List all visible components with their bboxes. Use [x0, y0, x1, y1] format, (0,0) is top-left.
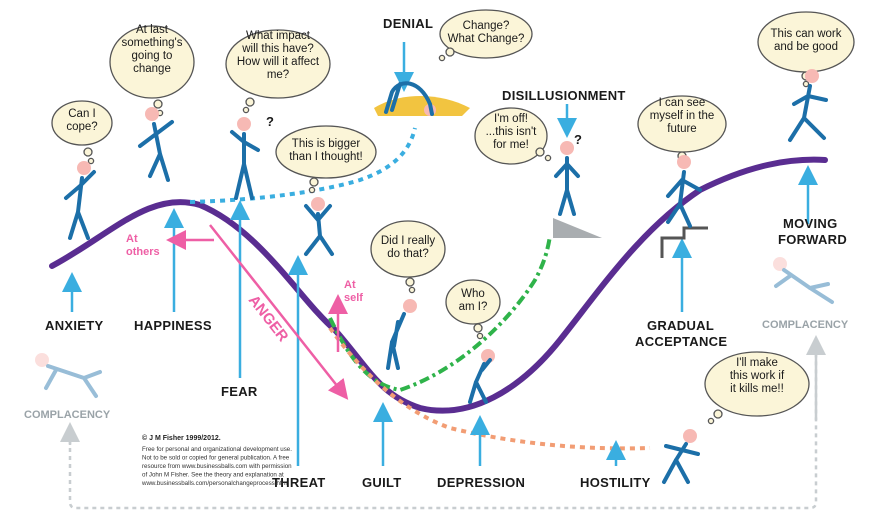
bubble-fear-line: will this have? — [241, 43, 314, 55]
bubble-depression-line: Who — [461, 288, 485, 300]
anger-arrows — [166, 224, 349, 400]
stage-label-threat: THREAT — [272, 475, 326, 490]
bubble-depression-line: am I? — [459, 301, 488, 313]
sand-ground — [374, 96, 470, 116]
figure-moving-forward — [788, 69, 828, 142]
figure-fear — [230, 117, 260, 200]
anger-at-self-line2: self — [344, 292, 363, 304]
stage-arrows — [62, 42, 818, 466]
complacency-loop-path — [68, 345, 818, 510]
stage-label-gradual-acceptance-1: GRADUAL — [647, 318, 714, 333]
bubble-threat-line: than I thought! — [289, 151, 363, 163]
stage-label-fear: FEAR — [221, 384, 258, 399]
stage-label-complacency-right: COMPLACENCY — [762, 319, 849, 331]
copyright-title: © J M Fisher 1999/2012. — [142, 434, 221, 442]
bubble-happiness-line: something's — [121, 37, 182, 49]
figure-threat — [304, 197, 334, 256]
bubble-hostility-line: I'll make — [736, 357, 778, 369]
disillusionment-question-mark: ? — [574, 132, 582, 147]
bubble-disillusionment-line: ...this isn't — [486, 126, 538, 138]
anger-at-self-line1: At — [344, 279, 356, 291]
stage-label-disillusionment: DISILLUSIONMENT — [502, 88, 626, 103]
anger-at-others-line1: At — [126, 233, 138, 245]
bubble-fear-line: me? — [267, 69, 289, 81]
figure-complacency-right — [773, 257, 834, 304]
figure-hostility — [662, 429, 700, 484]
change-curve — [49, 156, 828, 414]
copyright-line: www.businessballs.com/personalchangeproc… — [141, 480, 287, 487]
bubble-happiness-line: At last — [136, 24, 169, 36]
figure-guilt — [386, 299, 417, 370]
figure-denial — [384, 81, 436, 116]
bubble-guilt-line: do that? — [387, 248, 429, 260]
bubble-denial-line: Change? — [463, 20, 510, 32]
bubble-anxiety-line: Can I — [68, 108, 96, 120]
figure-complacency-left — [35, 353, 102, 398]
bubble-moving-forward-line: This can work — [771, 28, 842, 40]
bubble-denial-line: What Change? — [448, 33, 525, 45]
stage-label-gradual-acceptance-2: ACCEPTANCE — [635, 334, 727, 349]
copyright-line: of John M Fisher. See the theory and exp… — [142, 472, 284, 479]
denial-path — [189, 127, 417, 204]
bubble-happiness-line: change — [133, 63, 171, 75]
stage-label-denial: DENIAL — [383, 16, 433, 31]
copyright-line: Not to be sold or copied for general pub… — [142, 455, 290, 462]
bubble-happiness-line: going to — [132, 50, 173, 62]
stage-label-moving-forward-1: MOVING — [783, 216, 838, 231]
stage-labels: ANXIETY HAPPINESS FEAR THREAT GUILT DEPRESSIO… — [24, 16, 849, 490]
thought-bubbles — [51, 9, 855, 425]
stage-label-depression: DEPRESSION — [437, 475, 525, 490]
bubble-anxiety-line: cope? — [66, 121, 97, 133]
bubble-acceptance-line: I can see — [659, 97, 706, 109]
figure-anxiety — [64, 161, 96, 240]
figure-happiness — [138, 107, 174, 182]
stage-label-anxiety: ANXIETY — [45, 318, 103, 333]
disillusionment-ramp — [553, 218, 602, 238]
hostility-path — [328, 326, 651, 451]
figure-disillusionment — [554, 141, 580, 216]
copyright-line: Free for personal and organizational dev… — [142, 446, 292, 453]
bubble-fear-line: What impact — [246, 30, 311, 42]
anger-at-others-line2: others — [126, 246, 160, 258]
bubble-disillusionment-line: for me! — [493, 139, 529, 151]
bubble-acceptance-line: future — [667, 123, 696, 135]
stage-label-moving-forward-2: FORWARD — [778, 232, 847, 247]
figure-depression — [468, 349, 495, 404]
copyright-line: resource from www.businessballs.com with… — [142, 463, 292, 470]
copyright-block: © J M Fisher 1999/2012. Free for personal… — [141, 434, 292, 487]
stage-label-guilt: GUILT — [362, 475, 402, 490]
bubble-fear-line: How will it affect — [237, 56, 320, 68]
bubble-acceptance-line: myself in the — [650, 110, 715, 122]
stage-label-hostility: HOSTILITY — [580, 475, 651, 490]
figures — [35, 69, 834, 484]
bubble-hostility-line: it kills me!! — [730, 383, 784, 395]
bubble-guilt-line: Did I really — [381, 235, 436, 247]
bubble-threat-line: This is bigger — [292, 138, 361, 150]
fear-question-mark: ? — [266, 114, 274, 129]
bubble-hostility-line: this work if — [730, 370, 785, 382]
stage-label-complacency-left: COMPLACENCY — [24, 409, 111, 421]
figure-acceptance — [666, 155, 702, 228]
stage-label-happiness: HAPPINESS — [134, 318, 212, 333]
bubble-moving-forward-line: and be good — [774, 41, 838, 53]
acceptance-step — [660, 226, 708, 258]
bubble-disillusionment-line: I'm off! — [494, 113, 528, 125]
